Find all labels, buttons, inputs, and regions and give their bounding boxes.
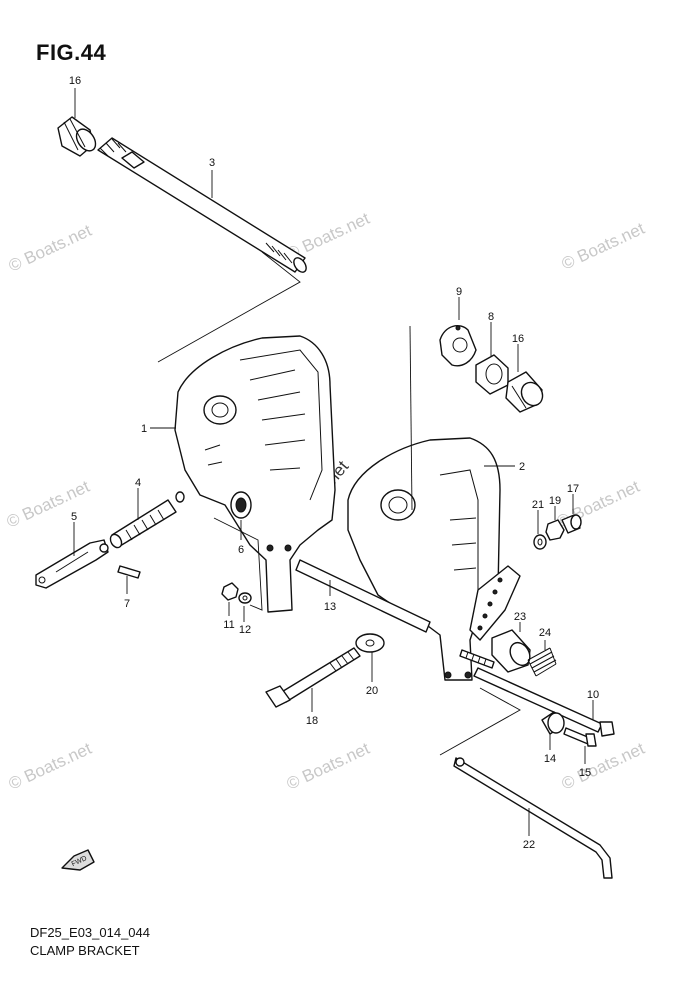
label-23: 23: [514, 611, 526, 623]
diagram-caption: CLAMP BRACKET: [30, 943, 140, 958]
label-8: 8: [488, 311, 494, 323]
watermark: © Boats.net: [4, 477, 93, 532]
part-2-clamp-bracket: [347, 437, 521, 681]
part-1-clamp-bracket: [174, 335, 336, 613]
part-21-washer: [533, 534, 547, 550]
label-21: 21: [532, 499, 544, 511]
label-24: 24: [539, 627, 551, 639]
label-1: 1: [141, 423, 147, 435]
label-5: 5: [71, 511, 77, 523]
label-19: 19: [549, 495, 561, 507]
part-3-tilt-shaft: [97, 137, 307, 273]
part-8-nut: [475, 354, 509, 395]
part-18-bolt: [265, 647, 361, 708]
label-3: 3: [209, 157, 215, 169]
figure-title: FIG.44: [36, 40, 107, 65]
label-20: 20: [366, 685, 378, 697]
watermark: © Boats.net: [284, 739, 373, 794]
part-7-pin: [117, 565, 141, 579]
diagram-code: DF25_E03_014_044: [30, 925, 150, 940]
part-10-bolt: [473, 667, 615, 737]
part-17-collar: [561, 514, 582, 534]
part-5-lever: [35, 539, 109, 589]
label-14: 14: [544, 753, 556, 765]
label-6: 6: [238, 544, 244, 556]
part-6-bushing: [230, 491, 252, 519]
label-4: 4: [135, 477, 141, 489]
label-10: 10: [587, 689, 599, 701]
part-4-spring: [109, 491, 185, 549]
label-22: 22: [523, 839, 535, 851]
part-24-spring: [527, 647, 557, 677]
part-13-rod: [295, 559, 431, 633]
part-16-cap-nut: [57, 116, 97, 157]
watermark: © Boats.net: [6, 739, 95, 794]
label-15: 15: [579, 767, 591, 779]
label-12: 12: [239, 624, 251, 636]
part-19-nut: [545, 519, 565, 541]
label-13: 13: [324, 601, 336, 613]
part-22-tilt-rod: [453, 757, 613, 879]
part-12-washer: [238, 592, 252, 604]
watermark: © Boats.net: [559, 739, 648, 794]
label-17: 17: [567, 483, 579, 495]
part-14-collar: [541, 711, 565, 735]
part-20-washer: [355, 633, 385, 653]
part-9-plate: [439, 324, 477, 367]
callout-leaders: [73, 88, 594, 836]
label-16: 16: [69, 75, 81, 87]
watermark: © Boats.net: [6, 221, 95, 276]
label-9: 9: [456, 286, 462, 298]
label-16b: 16: [512, 333, 524, 345]
part-23-knob: [491, 629, 531, 673]
label-11: 11: [223, 619, 234, 631]
part-15-bolt: [563, 727, 597, 747]
label-18: 18: [306, 715, 318, 727]
fwd-arrow-icon: FWD: [61, 849, 95, 871]
label-7: 7: [124, 598, 130, 610]
part-11-nut: [221, 582, 239, 601]
part-threaded-rod: [459, 649, 495, 669]
label-2: 2: [519, 461, 525, 473]
part-labels: 16 3 9 8 16 1 2 4 5 6 7 11 12 13 17 19 2…: [69, 75, 599, 851]
part-16-cap-nut-right: [505, 371, 544, 413]
watermark: © Boats.net: [559, 219, 648, 274]
